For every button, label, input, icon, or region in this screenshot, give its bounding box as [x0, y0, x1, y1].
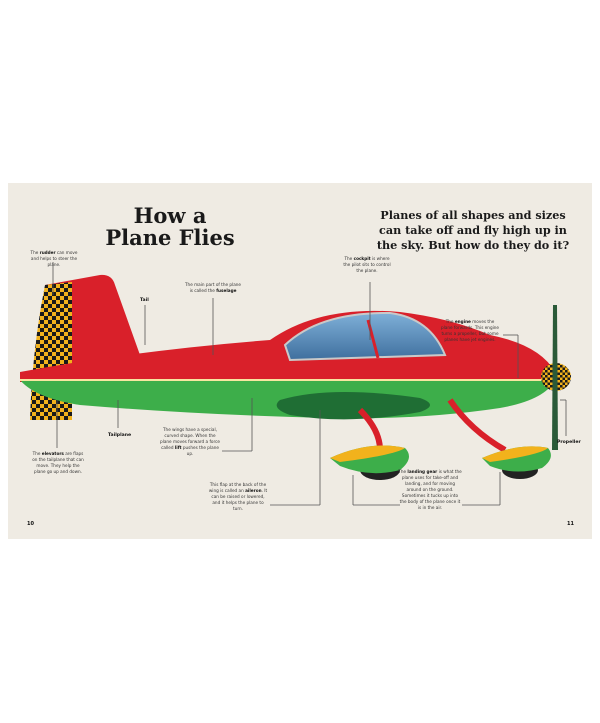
label-propeller: Propeller — [557, 440, 581, 445]
note-text: are flaps on the tailplane that can move… — [32, 451, 84, 474]
note-wings: The wings have a special, curved shape. … — [160, 427, 220, 457]
note-elevators: The elevators are flaps on the tailplane… — [32, 451, 84, 475]
note-keyword: aileron — [245, 488, 262, 493]
note-keyword: landing gear — [407, 469, 438, 474]
note-text: The — [445, 319, 455, 324]
landing-gear-nose — [482, 446, 551, 479]
note-text: . It can be raised or lowered, and it he… — [211, 488, 268, 511]
note-keyword: cockpit — [353, 256, 371, 261]
note-text: The — [32, 451, 42, 456]
note-landing-gear: The landing gear is what the plane uses … — [398, 469, 462, 511]
note-engine: The engine moves the plane forwards. Thi… — [440, 319, 500, 343]
note-text: The — [398, 469, 408, 474]
note-keyword: rudder — [39, 250, 56, 255]
note-text: can move and helps to steer the plane. — [30, 250, 78, 267]
note-aileron: This flap at the back of the wing is cal… — [208, 482, 268, 512]
note-text: moves the plane forwards. This engine tu… — [440, 319, 500, 342]
leader-lines — [52, 262, 567, 506]
label-tail: Tail — [140, 298, 149, 303]
note-keyword: elevators — [41, 451, 64, 456]
page-number-left: 10 — [27, 521, 34, 527]
note-rudder: The rudder can move and helps to steer t… — [26, 250, 82, 268]
note-text: The — [344, 256, 354, 261]
landing-gear-main — [330, 445, 409, 480]
note-text: The wings have a special, curved shape. … — [160, 427, 220, 450]
page-title: How a Plane Flies — [105, 203, 235, 250]
note-keyword: lift — [174, 445, 182, 450]
note-text: pushes the plane up. — [181, 445, 219, 456]
label-tailplane: Tailplane — [108, 433, 132, 438]
note-cockpit: The cockpit is where the pilot sits to c… — [343, 256, 391, 274]
note-fuselage: The main part of the plane is called the… — [183, 282, 243, 294]
note-text: is where the pilot sits to control the p… — [343, 256, 391, 273]
note-text: The — [30, 250, 40, 255]
page-subtitle: Planes of all shapes and sizes can take … — [376, 208, 570, 252]
note-keyword: engine — [454, 319, 471, 324]
note-text: This flap at the back of the wing is cal… — [208, 482, 267, 493]
propeller — [552, 305, 558, 450]
note-text: The main part of the plane is called the — [184, 282, 242, 293]
note-keyword: fuselage — [216, 288, 237, 293]
note-text: is what the plane uses for take-off and … — [399, 469, 462, 510]
page-number-right: 11 — [567, 521, 574, 527]
cockpit-canopy — [283, 311, 447, 362]
wing — [276, 391, 430, 420]
